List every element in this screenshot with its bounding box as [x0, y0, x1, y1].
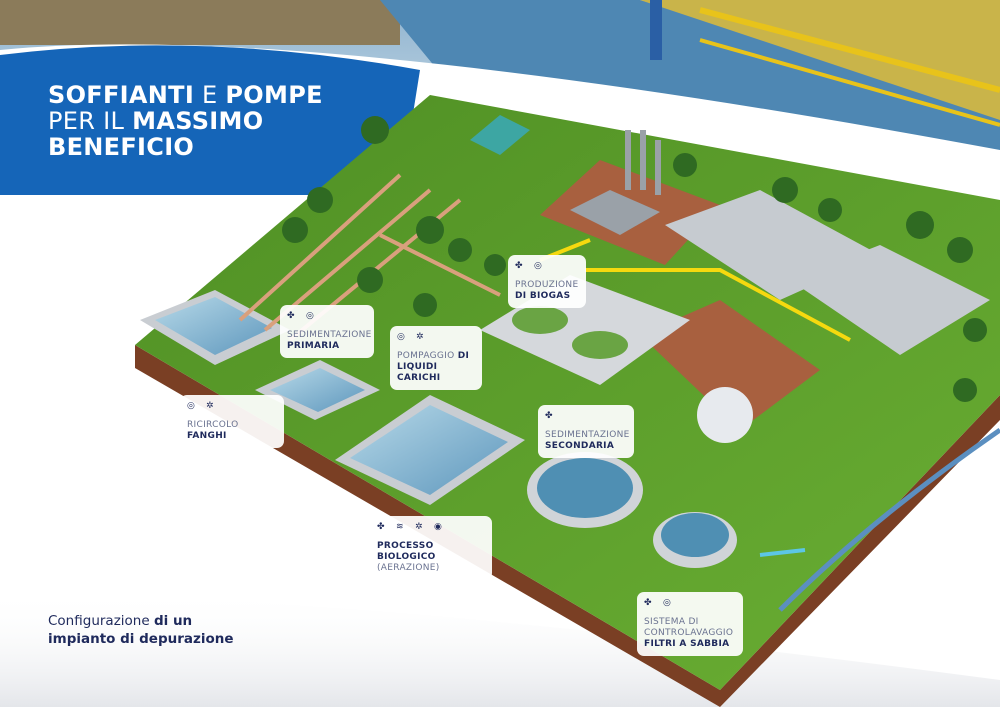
pump-ring-icon: ◎: [187, 401, 196, 411]
blower-icon: ✤: [515, 261, 523, 271]
label-sedimentazione-primaria: ✤◎ SEDIMENTAZIONE PRIMARIA: [280, 305, 374, 358]
blower-icon: ✤: [545, 411, 553, 421]
title-banner: [0, 45, 420, 195]
label-pompaggio-liquidi-carichi: ◎✲ POMPAGGIO DI LIQUIDI CARICHI: [390, 326, 482, 390]
pump-ring-icon: ◎: [397, 332, 406, 342]
blower-icon: ✤: [377, 522, 385, 532]
blower-icon: ✤: [287, 311, 295, 321]
label-sedimentazione-secondaria: ✤ SEDIMENTAZIONE SECONDARIA: [538, 405, 634, 458]
diffuser-icon: ≋: [396, 522, 404, 532]
impeller-icon: ✲: [416, 332, 424, 342]
blower-icon: ✤: [644, 598, 652, 608]
pump-ring-icon: ◎: [306, 311, 315, 321]
label-ricircolo-fanghi: ◎✲ RICIRCOLO FANGHI: [180, 395, 284, 448]
pump-ring-icon: ◎: [663, 598, 672, 608]
label-controlavaggio-filtri: ✤◎ SISTEMA DI CONTROLAVAGGIO FILTRI A SA…: [637, 592, 743, 656]
label-produzione-biogas: ✤◎ PRODUZIONE DI BIOGAS: [508, 255, 586, 308]
pump-ring-icon: ◎: [534, 261, 543, 271]
impeller-icon: ✲: [206, 401, 214, 411]
page-title: SOFFIANTI E POMPE PER IL MASSIMO BENEFIC…: [48, 81, 323, 161]
caption: Configurazione di un impianto di depuraz…: [48, 613, 234, 647]
target-ring-icon: ◉: [434, 522, 443, 532]
label-processo-biologico: ✤≋✲◉ PROCESSO BIOLOGICO (AERAZIONE): [370, 516, 492, 580]
impeller-icon: ✲: [415, 522, 423, 532]
